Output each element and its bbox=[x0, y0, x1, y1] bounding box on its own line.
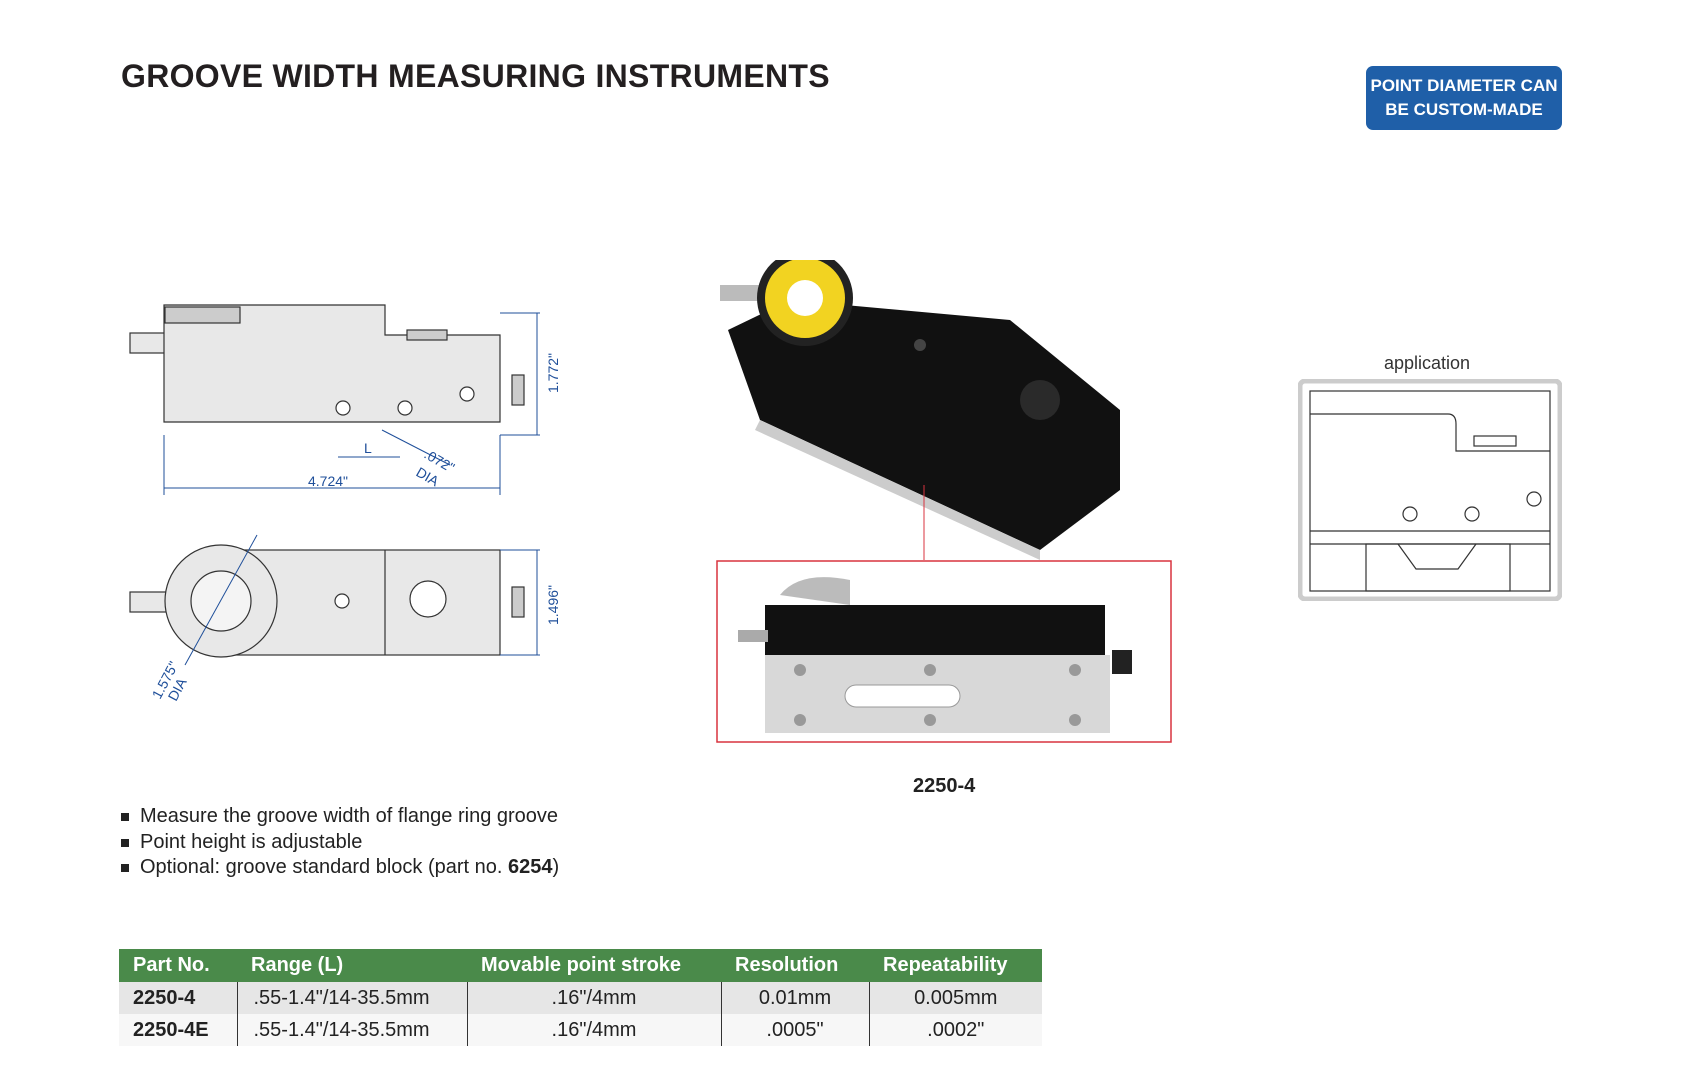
length-dimension: 4.724" bbox=[308, 473, 348, 489]
cell-part-no: 2250-4E bbox=[119, 1014, 237, 1046]
cell-resolution: 0.01mm bbox=[720, 982, 869, 1014]
header-stroke: Movable point stroke bbox=[467, 949, 721, 982]
cell-stroke: .16"/4mm bbox=[466, 1014, 721, 1046]
application-label: application bbox=[1384, 353, 1471, 373]
feature-item: Optional: groove standard block (part no… bbox=[121, 855, 559, 881]
product-photo bbox=[716, 260, 1172, 743]
application-diagram bbox=[1298, 379, 1562, 601]
table-header: Part No. Range (L) Movable point stroke … bbox=[119, 949, 1042, 982]
cell-resolution: .0005" bbox=[720, 1014, 869, 1046]
feature-item: Measure the groove width of flange ring … bbox=[121, 804, 559, 830]
top-view bbox=[129, 544, 525, 658]
part-number: 6254 bbox=[508, 856, 553, 878]
product-bottom-view bbox=[738, 577, 1132, 733]
product-top-view bbox=[720, 260, 1120, 560]
height-dimension: 1.772" bbox=[545, 353, 561, 393]
cell-range: .55-1.4"/14-35.5mm bbox=[236, 982, 467, 1014]
range-dimension: L bbox=[364, 440, 372, 456]
technical-drawing: 1.772" 4.724" L .072" DIA 1.496" 1.575" … bbox=[129, 304, 561, 703]
table-row: 2250-4 .55-1.4"/14-35.5mm .16"/4mm 0.01m… bbox=[119, 982, 1042, 1014]
header-range: Range (L) bbox=[237, 949, 467, 982]
feature-text: Optional: groove standard block (part no… bbox=[140, 856, 508, 878]
cell-part-no: 2250-4 bbox=[119, 982, 237, 1014]
side-view bbox=[129, 304, 525, 423]
spec-table: Part No. Range (L) Movable point stroke … bbox=[119, 949, 1042, 1046]
detail-frame bbox=[716, 560, 1172, 743]
feature-list: Measure the groove width of flange ring … bbox=[121, 804, 559, 881]
table-row: 2250-4E .55-1.4"/14-35.5mm .16"/4mm .000… bbox=[119, 1014, 1042, 1046]
cell-repeatability: .0002" bbox=[868, 1014, 1042, 1046]
header-part-no: Part No. bbox=[119, 949, 237, 982]
cell-range: .55-1.4"/14-35.5mm bbox=[236, 1014, 467, 1046]
width-dimension: 1.496" bbox=[545, 585, 561, 625]
badge-line-1: POINT DIAMETER CAN bbox=[1370, 76, 1558, 95]
header-repeatability: Repeatability bbox=[869, 949, 1042, 982]
feature-close: ) bbox=[552, 856, 560, 878]
badge-line-2: BE CUSTOM-MADE bbox=[1385, 100, 1543, 119]
page-title: GROOVE WIDTH MEASURING INSTRUMENTS bbox=[121, 58, 830, 94]
header-resolution: Resolution bbox=[721, 949, 869, 982]
product-model-label: 2250-4 bbox=[913, 775, 976, 797]
custom-made-badge: POINT DIAMETER CAN BE CUSTOM-MADE bbox=[1366, 66, 1562, 130]
cell-repeatability: 0.005mm bbox=[868, 982, 1042, 1014]
cell-stroke: .16"/4mm bbox=[466, 982, 721, 1014]
feature-item: Point height is adjustable bbox=[121, 830, 559, 856]
